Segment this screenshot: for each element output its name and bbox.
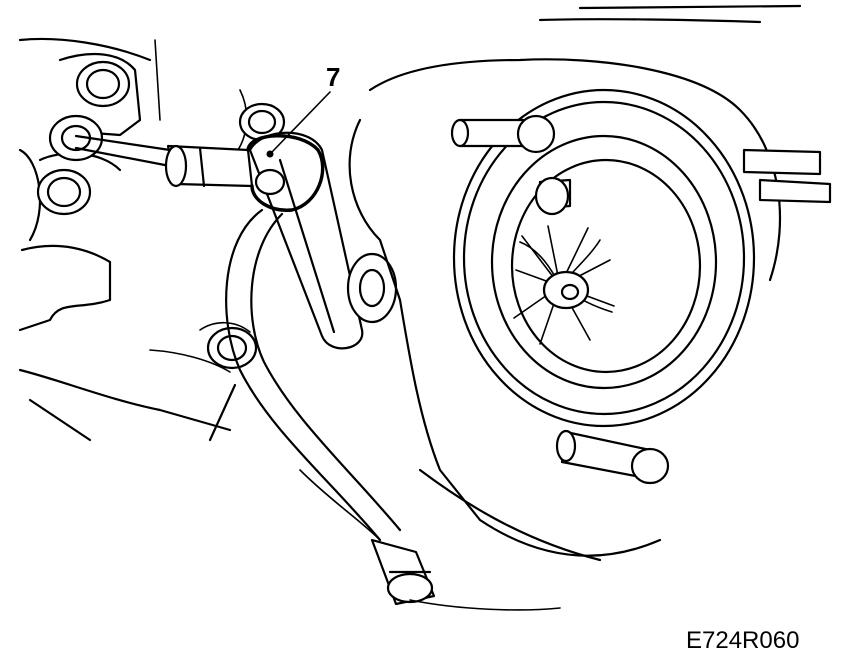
callout-label: 7 [326,62,340,92]
bolt [36,168,92,216]
bolt [75,60,131,108]
compressor-wheel [513,225,615,345]
stud [450,114,556,154]
engine-block [18,37,251,442]
bolt [238,102,286,142]
special-tool [74,134,254,188]
callout-7: 7 [266,62,340,158]
figure-code: E724R060 [686,627,799,654]
turbo-studs [450,114,832,485]
stud [534,176,572,216]
oil-pipe [225,208,436,606]
stud [555,429,670,485]
turbo-housing [299,4,802,611]
bolt [48,114,104,162]
stud [742,148,832,204]
mounting-bolts [36,60,286,370]
wastegate-linkage [246,131,398,350]
